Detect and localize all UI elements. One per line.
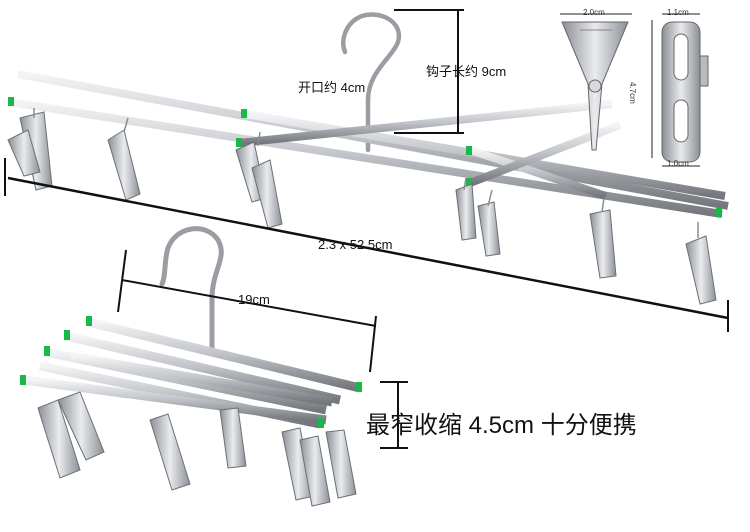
folded-width-label: 19cm: [238, 292, 270, 307]
folded-measure-lines: [117, 249, 408, 449]
clip-bottom-label: 1.0cm: [667, 159, 689, 168]
length-measure-line: [7, 176, 729, 320]
clip-width-label: 2.0cm: [583, 8, 605, 17]
clip-top-label: 1.1cm: [667, 8, 689, 17]
hook-measure-lines: [394, 9, 464, 134]
folded-hanger: [20, 226, 362, 507]
extended-hanger: [7, 12, 729, 305]
clip-front-diagram: [560, 13, 632, 151]
clip-height-label: 4.7cm: [628, 82, 637, 104]
caption: 最窄收缩 4.5cm 十分便携: [366, 412, 637, 439]
hook-length-label: 钩子长约 9cm: [426, 64, 507, 79]
hook-opening-label: 开口约 4cm: [298, 80, 366, 95]
hanger-size-label: 2.3 x 52.5cm: [318, 237, 393, 252]
clip-side-diagram: [651, 13, 709, 167]
